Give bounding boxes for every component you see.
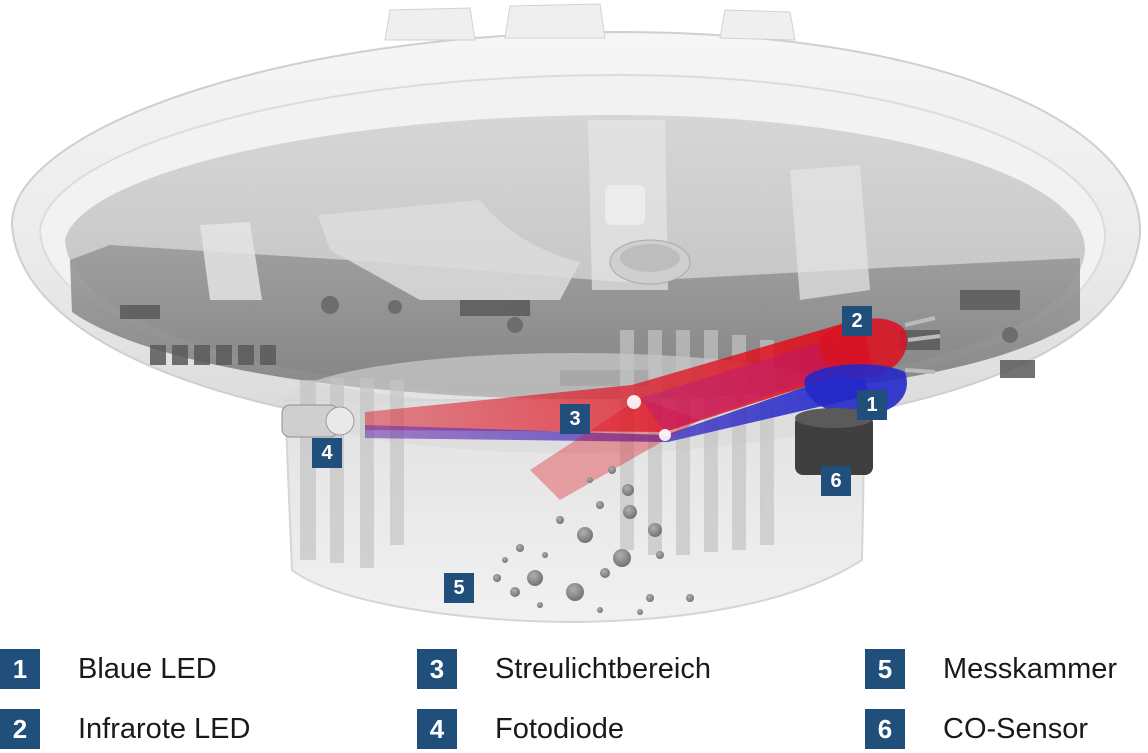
legend-label: Blaue LED: [78, 652, 217, 685]
legend-number: 3: [417, 649, 457, 689]
legend-item-infrared-led: 2 Infrarote LED: [0, 709, 250, 749]
legend-item-blue-led: 1 Blaue LED: [0, 649, 217, 689]
legend-item-measuring-chamber: 5 Messkammer: [865, 649, 1117, 689]
marker-scatter-area: 3: [560, 404, 590, 434]
legend-item-co-sensor: 6 CO-Sensor: [865, 709, 1088, 749]
legend-number: 2: [0, 709, 40, 749]
marker-infrared-led: 2: [842, 306, 872, 336]
legend-item-photodiode: 4 Fotodiode: [417, 709, 624, 749]
legend-label: Fotodiode: [495, 712, 624, 745]
marker-photodiode: 4: [312, 438, 342, 468]
legend-label: Messkammer: [943, 652, 1118, 685]
marker-co-sensor: 6: [821, 466, 851, 496]
marker-measuring-chamber: 5: [444, 573, 474, 603]
legend-label: Infrarote LED: [78, 712, 251, 745]
legend-label: Streulichtbereich: [495, 652, 711, 685]
legend-number: 5: [865, 649, 905, 689]
smoke-detector-cutaway: [10, 3, 1142, 624]
legend-number: 1: [0, 649, 40, 689]
marker-blue-led: 1: [857, 390, 887, 420]
legend-item-scatter-area: 3 Streulichtbereich: [417, 649, 711, 689]
legend-label: CO-Sensor: [943, 712, 1089, 745]
legend-number: 4: [417, 709, 457, 749]
legend-number: 6: [865, 709, 905, 749]
